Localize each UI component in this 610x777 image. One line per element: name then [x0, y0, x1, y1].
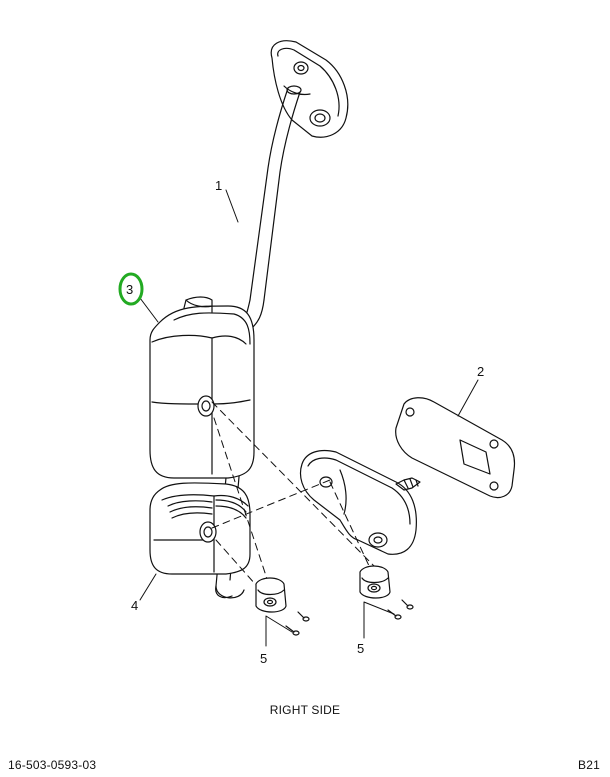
- lower-mirror-head: [149, 482, 251, 575]
- callout-rod: 1: [215, 178, 222, 193]
- view-label: RIGHT SIDE: [269, 703, 341, 717]
- leader-lines: [139, 189, 479, 647]
- callout-gasket: 2: [477, 364, 484, 379]
- callout-clamps-left: 5: [260, 651, 267, 666]
- screws-right: [387, 599, 414, 620]
- mounting-gasket: [395, 397, 516, 499]
- page-code: B21: [578, 758, 600, 772]
- clamp-right: [359, 565, 391, 599]
- top-mount-bracket: [270, 40, 349, 138]
- side-mount-bracket: [299, 449, 421, 555]
- callout-clamps-right: 5: [357, 641, 364, 656]
- callout-upper-mirror: 3: [126, 282, 133, 297]
- screws-left: [285, 611, 310, 636]
- callout-lower-mirror: 4: [131, 598, 138, 613]
- callout-highlight-ring: [118, 272, 144, 306]
- part-number: 16-503-0593-03: [8, 758, 97, 772]
- clamp-left: [255, 577, 287, 613]
- upper-mirror-head: [149, 296, 255, 479]
- alignment-lines: [211, 401, 375, 595]
